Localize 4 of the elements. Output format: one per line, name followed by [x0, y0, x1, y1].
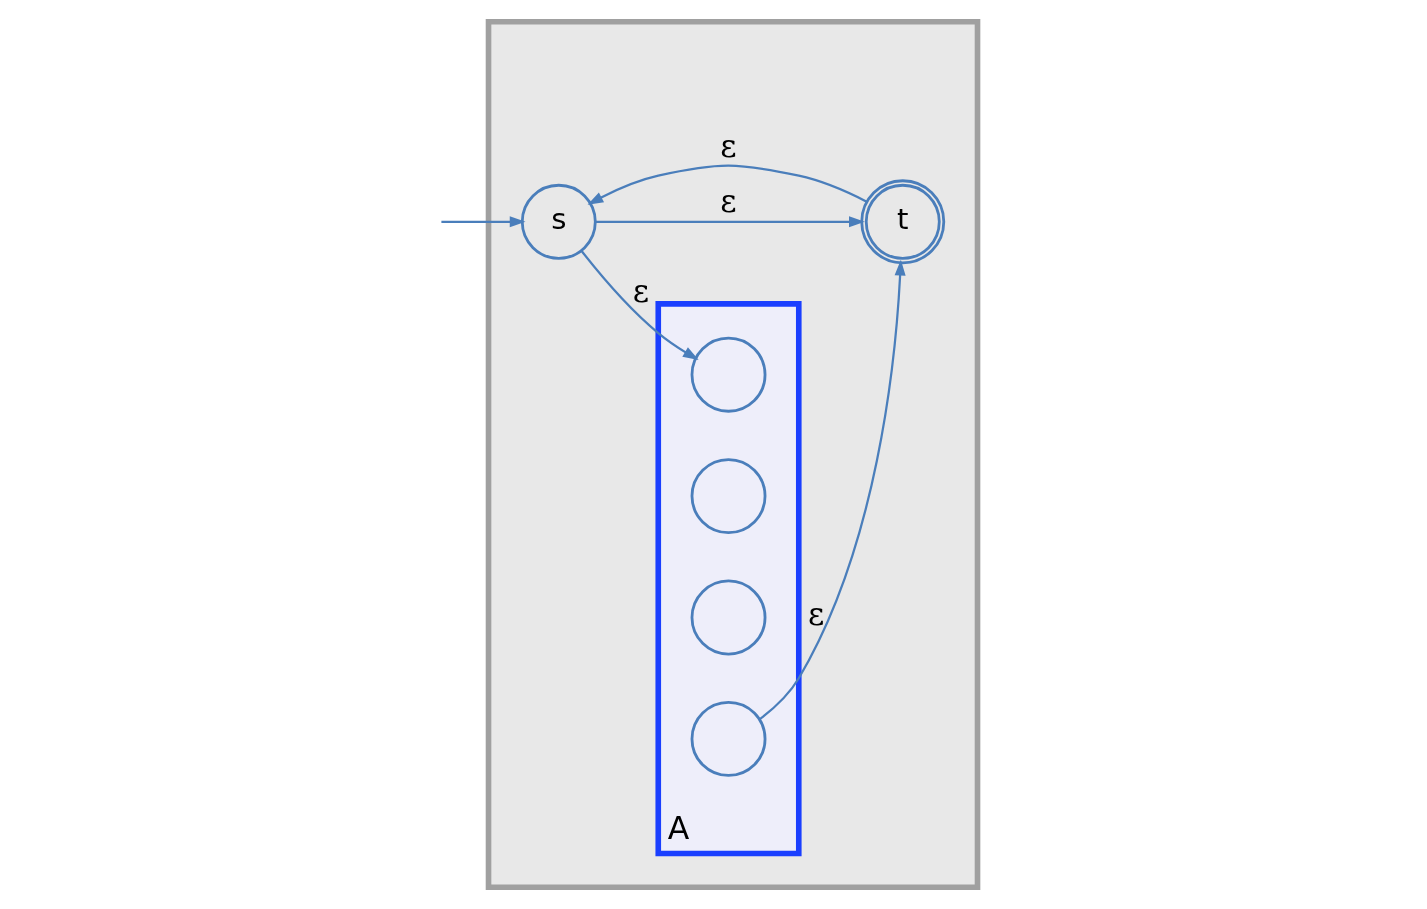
edge-label: ε [632, 273, 649, 310]
edge-label: ε [808, 595, 825, 632]
edge-label: ε [720, 183, 737, 220]
edge-label: ε [720, 128, 737, 165]
